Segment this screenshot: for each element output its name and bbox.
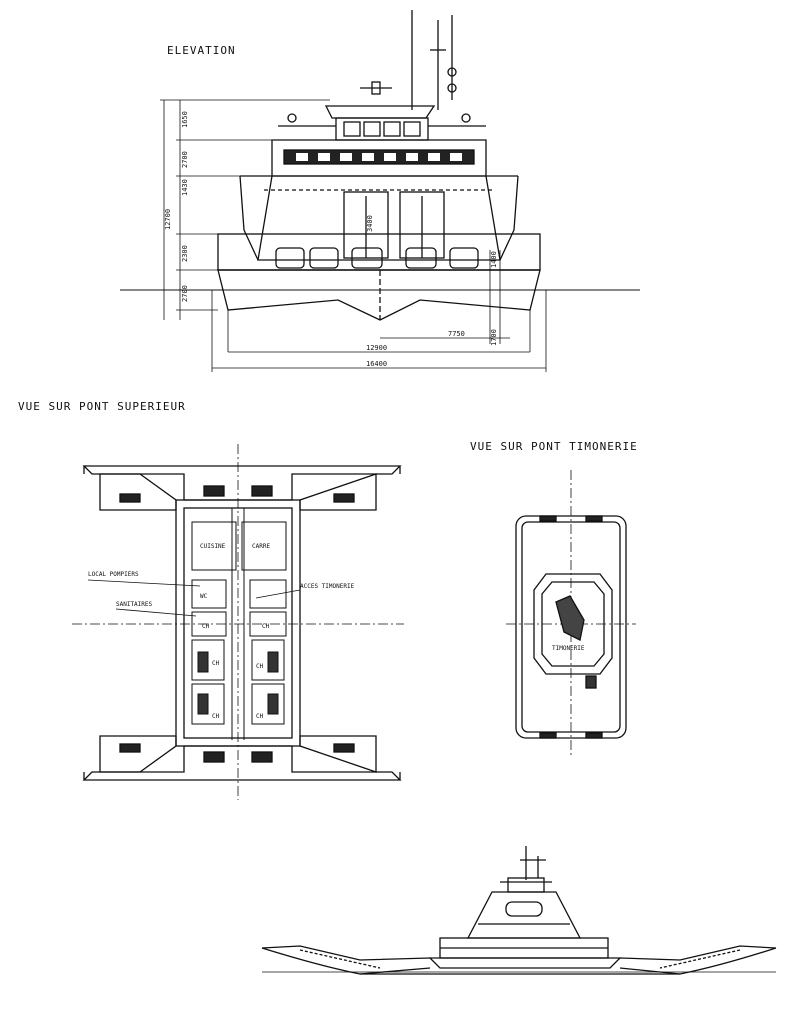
label-sanitaires: SANITAIRES	[116, 601, 153, 608]
dim-6: 2700	[181, 285, 189, 302]
dim-8: 1400	[490, 251, 498, 268]
cabin-1: CH	[262, 623, 270, 630]
mast	[360, 10, 457, 110]
cabin-2: CH	[212, 660, 220, 667]
wheelhouse-deck-title: VUE SUR PONT TIMONERIE	[470, 440, 638, 453]
label-local-pompiers: LOCAL POMPIERS	[88, 571, 139, 578]
elevation-title: ELEVATION	[167, 44, 236, 57]
dim-5: 2300	[181, 245, 189, 262]
dim-beam-overall: 16400	[366, 360, 387, 368]
dim-beam-inner: 12900	[366, 344, 387, 352]
upper-deck-rooms	[191, 508, 287, 740]
room-wc: WC	[200, 593, 208, 600]
superstructure	[239, 139, 519, 261]
cabin-6: CH	[202, 623, 210, 630]
dim-9: 1700	[490, 329, 498, 346]
dim-1: 1650	[181, 111, 189, 128]
dim-total-height: 12700	[164, 209, 172, 230]
dim-10: 7750	[448, 330, 465, 338]
room-cuisine: CUISINE	[200, 543, 226, 550]
elevation-view: 1650 2700 1430 12700 2300 2700 3400 1400…	[120, 10, 640, 372]
upper-deck-leaders	[87, 579, 301, 617]
wheelhouse-deck-plan: TIMONERIE	[506, 470, 636, 758]
dim-3: 1430	[181, 179, 189, 196]
upper-deck-title: VUE SUR PONT SUPERIEUR	[18, 400, 186, 413]
room-carre: CARRE	[252, 543, 270, 550]
side-view	[261, 846, 777, 975]
hull	[120, 269, 640, 321]
dim-4: 3400	[366, 215, 374, 232]
cabin-4: CH	[212, 713, 220, 720]
label-acces-timonerie: ACCES TIMONERIE	[300, 583, 355, 590]
cabin-3: CH	[256, 663, 264, 670]
upper-deck-labels: CUISINE CARRE LOCAL POMPIERS SANITAIRES …	[88, 543, 355, 720]
cabin-5: CH	[256, 713, 264, 720]
label-timonerie: TIMONERIE	[552, 645, 585, 652]
elevation-dim-labels: 1650 2700 1430 12700 2300 2700 3400 1400…	[164, 111, 498, 368]
dim-2: 2700	[181, 151, 189, 168]
elevation-dimensions	[160, 99, 547, 372]
wheelhouse	[278, 105, 486, 141]
upper-deck-plan: CUISINE CARRE LOCAL POMPIERS SANITAIRES …	[72, 444, 404, 800]
upper-deck-outline	[72, 444, 404, 800]
